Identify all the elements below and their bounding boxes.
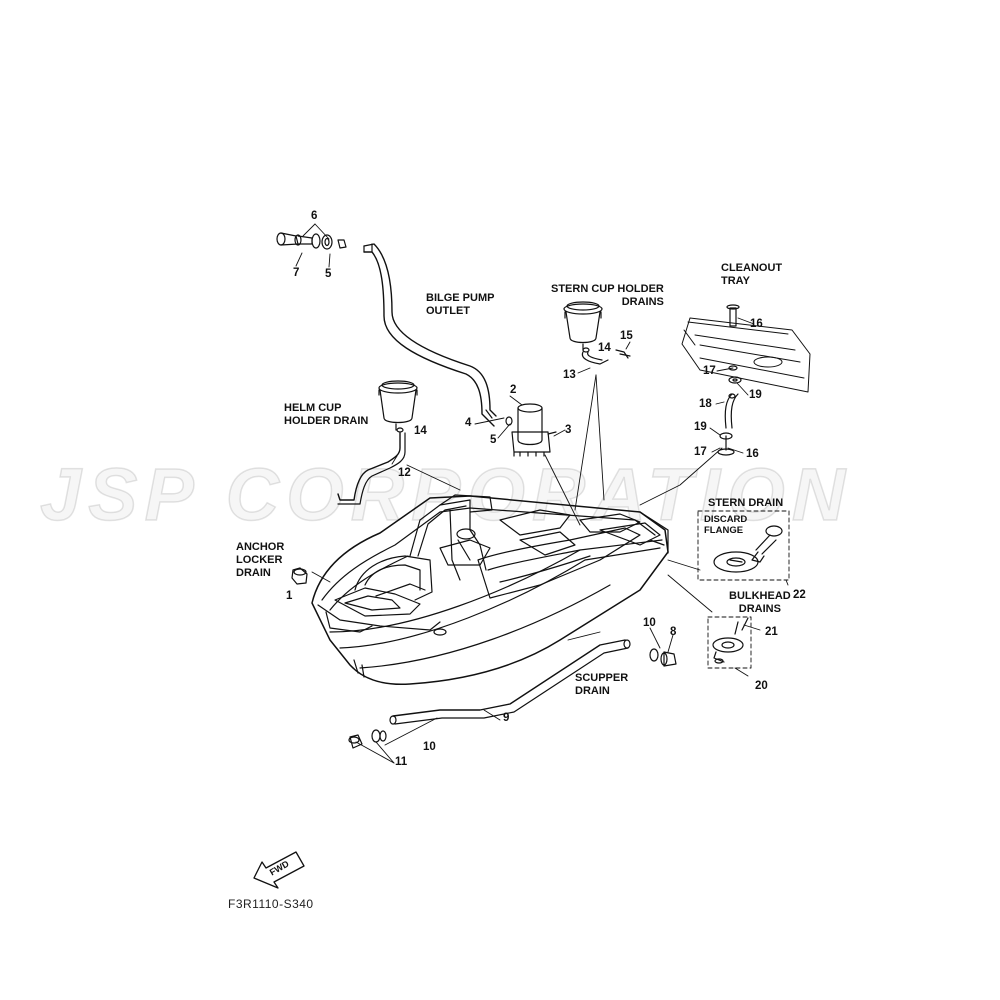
callout-14-helm: 14 — [414, 425, 427, 437]
callout-22: 22 — [793, 589, 806, 601]
label-cleanout-tray: CLEANOUT TRAY — [721, 262, 783, 287]
callout-1: 1 — [286, 590, 293, 602]
watermark: JSP CORPORATION — [39, 452, 853, 537]
label-scupper-drain: SCUPPER DRAIN — [575, 672, 629, 697]
callout-7: 7 — [293, 267, 300, 279]
callout-11: 11 — [395, 756, 408, 768]
cleanout-fitting — [717, 304, 742, 456]
stern-drain-box — [697, 510, 790, 581]
fwd-arrow-icon — [253, 851, 305, 889]
thru-hull-fitting — [276, 232, 347, 250]
label-bilge-pump-outlet: BILGE PUMP OUTLET — [426, 292, 495, 317]
label-helm-cup-holder-drain: HELM CUP HOLDER DRAIN — [284, 402, 369, 427]
callout-20: 20 — [755, 680, 768, 692]
callout-5: 5 — [325, 268, 332, 280]
callout-6: 6 — [311, 210, 318, 222]
callout-13: 13 — [563, 369, 576, 381]
label-discard-flange: DISCARD FLANGE — [704, 514, 748, 536]
leader-lines — [295, 223, 789, 764]
stern-cup-holder — [563, 301, 631, 365]
bilge-pump — [505, 403, 557, 457]
callout-8: 8 — [670, 626, 677, 638]
label-anchor-locker-drain: ANCHOR LOCKER DRAIN — [236, 541, 285, 579]
callout-19-tray: 19 — [749, 389, 762, 401]
callout-15: 15 — [620, 330, 633, 342]
callout-12: 12 — [398, 467, 411, 479]
callout-19-hose: 19 — [694, 421, 707, 433]
callout-14-stern: 14 — [598, 342, 611, 354]
boat-hull — [311, 494, 669, 686]
helm-cup-holder — [378, 380, 418, 433]
callout-2: 2 — [510, 384, 517, 396]
label-stern-drain: STERN DRAIN — [708, 497, 784, 509]
label-stern-cup-holder-drains: STERN CUP HOLDER DRAINS — [551, 283, 664, 308]
scupper-tube — [389, 639, 631, 725]
callout-10-aft: 10 — [643, 617, 656, 629]
scupper-fittings-aft — [649, 648, 677, 667]
callout-10-fwd: 10 — [423, 741, 436, 753]
callout-5-pump: 5 — [490, 434, 497, 446]
callout-16-hose: 16 — [746, 448, 759, 460]
callout-21: 21 — [765, 626, 778, 638]
callout-9: 9 — [503, 712, 510, 724]
label-bulkhead-drains: BULKHEAD DRAINS — [729, 590, 791, 615]
cleanout-tray — [681, 317, 811, 393]
bilge-pump-outlet-hose — [363, 243, 497, 427]
anchor-locker-plug — [291, 567, 308, 585]
diagram-reference-code: F3R1110-S340 — [228, 897, 314, 911]
callout-17-hose: 17 — [694, 446, 707, 458]
bulkhead-drains-box — [707, 616, 752, 669]
callout-4: 4 — [465, 417, 472, 429]
callout-17-tray: 17 — [703, 365, 716, 377]
callout-16-tray: 16 — [750, 318, 763, 330]
callout-3: 3 — [565, 424, 572, 436]
helm-drain-hose — [337, 432, 406, 505]
scupper-fittings-fwd — [348, 729, 387, 749]
callout-18: 18 — [699, 398, 712, 410]
